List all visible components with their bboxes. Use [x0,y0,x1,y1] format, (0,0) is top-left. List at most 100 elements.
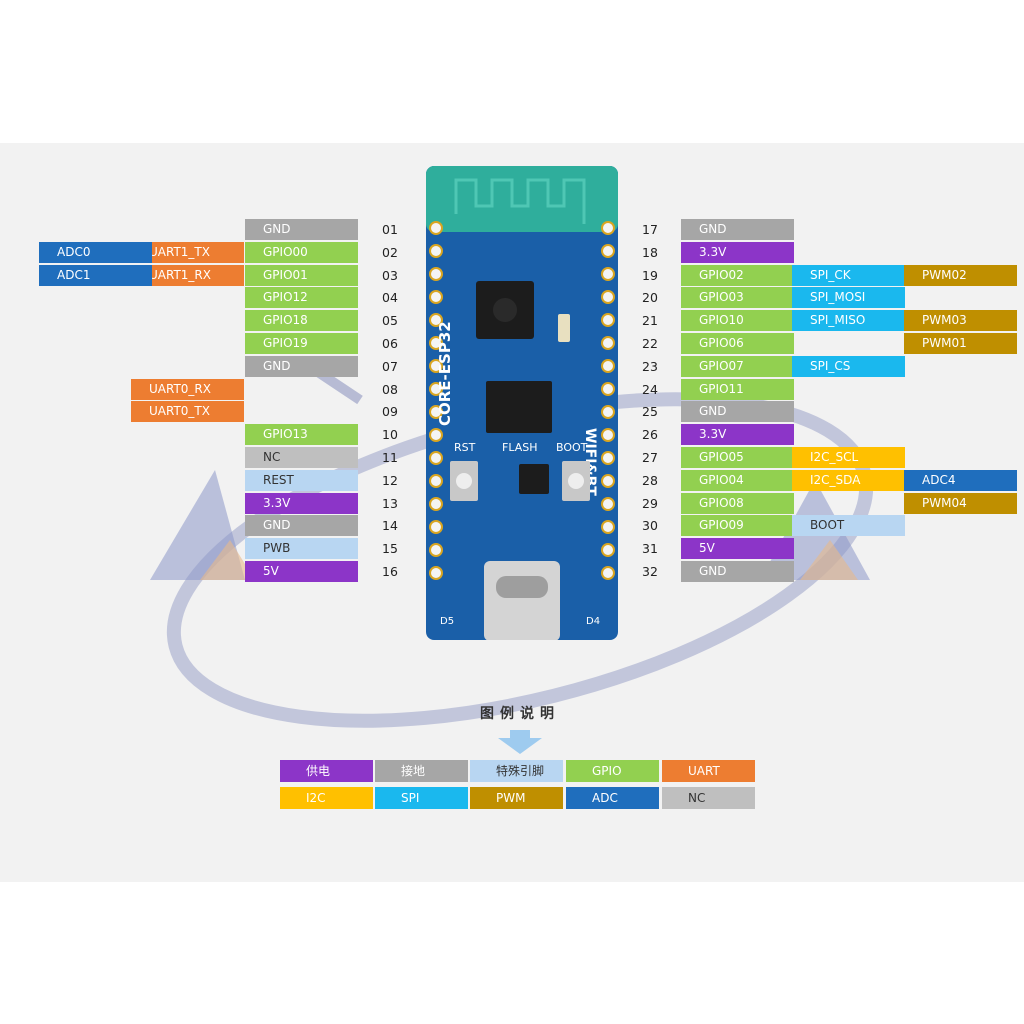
pin-number-13: 13 [382,496,398,511]
pin-number-24: 24 [642,382,658,397]
pin-number-27: 27 [642,450,658,465]
pin-18-power-label: 3.3V [681,242,794,263]
legend-item-special: 特殊引脚 [470,760,563,782]
pin-05-gpio-label: GPIO18 [245,310,358,331]
pin-number-10: 10 [382,427,398,442]
pin-number-03: 03 [382,268,398,283]
legend-title: 图例说明 [480,706,560,722]
legend-down-arrow-icon [498,730,542,754]
pin-14-ground-label: GND [245,515,358,536]
pin-number-30: 30 [642,518,658,533]
pin-13-power-label: 3.3V [245,493,358,514]
pin-03-uart-label: UART1_RX [131,265,244,286]
pin-19-spi-label: SPI_CK [792,265,905,286]
legend-item-spi: SPI [375,787,468,809]
pin-01-ground-label: GND [245,219,358,240]
flash-silkscreen: FLASH [502,441,538,454]
pin-number-09: 09 [382,404,398,419]
pin-21-gpio-label: GPIO10 [681,310,794,331]
pin-number-05: 05 [382,313,398,328]
pin-15-special-label: PWB [245,538,358,559]
pin-25-ground-label: GND [681,401,794,422]
pin-number-25: 25 [642,404,658,419]
pin-28-adc-label: ADC4 [904,470,1017,491]
crystal [558,314,570,342]
pin-02-uart-label: UART1_TX [131,242,244,263]
legend-item-gpio: GPIO [566,760,659,782]
pin-26-power-label: 3.3V [681,424,794,445]
pin-19-pwm-label: PWM02 [904,265,1017,286]
legend-item-ground: 接地 [375,760,468,782]
pin-number-29: 29 [642,496,658,511]
pin-32-ground-label: GND [681,561,794,582]
pin-02-adc-label: ADC0 [39,242,152,263]
pin-22-pwm-label: PWM01 [904,333,1017,354]
pin-29-pwm-label: PWM04 [904,493,1017,514]
pin-04-gpio-label: GPIO12 [245,287,358,308]
pin-number-26: 26 [642,427,658,442]
pin-07-ground-label: GND [245,356,358,377]
pin-30-special-label: BOOT [792,515,905,536]
core-esp32-board: CORE-ESP32 WIFI&BT RST FLASH BOOT D5 D4 [426,166,618,640]
pin-number-22: 22 [642,336,658,351]
board-pin-holes-right [601,221,615,580]
pin-24-gpio-label: GPIO11 [681,379,794,400]
boot-silkscreen: BOOT [556,441,588,454]
pin-06-gpio-label: GPIO19 [245,333,358,354]
d5-silkscreen: D5 [440,616,454,627]
pin-31-power-label: 5V [681,538,794,559]
board-antenna-area [426,166,618,232]
pin-number-18: 18 [642,245,658,260]
pin-number-20: 20 [642,290,658,305]
flash-chip [486,381,552,433]
pin-28-i2c-label: I2C_SDA [792,470,905,491]
legend-item-pwm: PWM [470,787,563,809]
pin-number-06: 06 [382,336,398,351]
legend-item-uart: UART [662,760,755,782]
pin-27-i2c-label: I2C_SCL [792,447,905,468]
pin-number-01: 01 [382,222,398,237]
pin-23-gpio-label: GPIO07 [681,356,794,377]
pin-22-gpio-label: GPIO06 [681,333,794,354]
pin-21-pwm-label: PWM03 [904,310,1017,331]
antenna-trace [454,178,586,224]
board-pin-holes-left [429,221,443,580]
pin-number-15: 15 [382,541,398,556]
pin-08-uart-label: UART0_RX [131,379,244,400]
usb-c-connector [484,561,560,640]
pin-02-gpio-label: GPIO00 [245,242,358,263]
pin-28-gpio-label: GPIO04 [681,470,794,491]
pin-number-16: 16 [382,564,398,579]
pin-17-ground-label: GND [681,219,794,240]
legend-item-adc: ADC [566,787,659,809]
pin-11-nc-label: NC [245,447,358,468]
pin-12-special-label: REST [245,470,358,491]
pin-16-power-label: 5V [245,561,358,582]
pin-number-17: 17 [642,222,658,237]
usb-c-port [496,576,548,598]
usb-serial-chip [519,464,549,494]
pin-03-adc-label: ADC1 [39,265,152,286]
legend-item-i2c: I2C [280,787,373,809]
pin-number-23: 23 [642,359,658,374]
pin-20-spi-label: SPI_MOSI [792,287,905,308]
d4-silkscreen: D4 [586,616,600,627]
pin-23-spi-label: SPI_CS [792,356,905,377]
legend-item-power: 供电 [280,760,373,782]
pin-number-07: 07 [382,359,398,374]
pin-number-32: 32 [642,564,658,579]
chip-marker [493,298,517,322]
pin-20-gpio-label: GPIO03 [681,287,794,308]
pin-27-gpio-label: GPIO05 [681,447,794,468]
pin-19-gpio-label: GPIO02 [681,265,794,286]
pin-29-gpio-label: GPIO08 [681,493,794,514]
legend-item-nc: NC [662,787,755,809]
pin-number-21: 21 [642,313,658,328]
pin-number-11: 11 [382,450,398,465]
pin-number-04: 04 [382,290,398,305]
pin-10-gpio-label: GPIO13 [245,424,358,445]
board-model-text: CORE-ESP32 [436,321,454,426]
pin-number-19: 19 [642,268,658,283]
boot-button [562,461,590,501]
rst-silkscreen: RST [454,441,476,454]
